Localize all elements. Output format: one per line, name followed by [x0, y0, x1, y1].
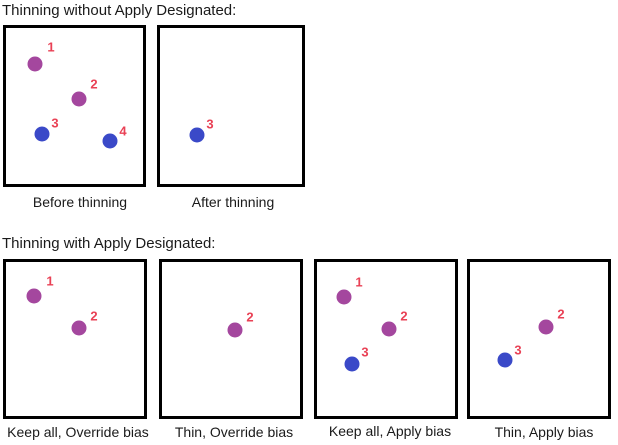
- point-number-label-3: 3: [514, 342, 522, 358]
- point-number-label-2: 2: [400, 308, 408, 324]
- point-number-label-3: 3: [51, 115, 59, 131]
- section-title-without-apply: Thinning without Apply Designated:: [2, 2, 237, 19]
- panel-caption-keep-all-override-bias: Keep all, Override bias: [7, 424, 149, 440]
- data-point-dot-blue-3: [34, 126, 50, 142]
- point-number-label-2: 2: [557, 306, 565, 322]
- point-number-label-2: 2: [90, 308, 98, 324]
- data-point-dot-blue-3: [344, 356, 360, 372]
- panel-caption-thin-apply-bias: Thin, Apply bias: [494, 424, 594, 440]
- point-number-label-2: 2: [246, 309, 254, 325]
- section-title-with-apply: Thinning with Apply Designated:: [2, 235, 216, 252]
- data-point-dot-purple-2: [538, 319, 554, 335]
- panel-box-after-thinning: [157, 25, 305, 187]
- panel-caption-keep-all-apply-bias: Keep all, Apply bias: [328, 423, 452, 439]
- data-point-dot-purple-1: [27, 56, 43, 72]
- data-point-dot-purple-1: [336, 289, 352, 305]
- point-number-label-4: 4: [119, 123, 127, 139]
- panel-caption-after-thinning: After thinning: [191, 194, 275, 210]
- data-point-dot-blue-3: [189, 127, 205, 143]
- panel-box-thin-override-bias: [159, 259, 303, 419]
- panel-caption-thin-override-bias: Thin, Override bias: [174, 424, 294, 440]
- data-point-dot-purple-2: [71, 91, 87, 107]
- point-number-label-3: 3: [206, 116, 214, 132]
- point-number-label-2: 2: [90, 76, 98, 92]
- point-number-label-1: 1: [47, 39, 55, 55]
- point-number-label-1: 1: [46, 273, 54, 289]
- data-point-dot-blue-3: [497, 352, 513, 368]
- data-point-dot-purple-2: [381, 321, 397, 337]
- point-number-label-1: 1: [355, 274, 363, 290]
- panel-box-keep-all-apply-bias: [314, 259, 458, 419]
- data-point-dot-purple-2: [71, 320, 87, 336]
- panel-caption-before-thinning: Before thinning: [32, 194, 128, 210]
- point-number-label-3: 3: [361, 344, 369, 360]
- panel-box-before-thinning: [3, 25, 146, 187]
- panel-box-thin-apply-bias: [467, 259, 611, 419]
- data-point-dot-purple-2: [227, 322, 243, 338]
- panel-box-keep-all-override-bias: [3, 259, 147, 419]
- data-point-dot-purple-1: [26, 288, 42, 304]
- data-point-dot-blue-4: [102, 133, 118, 149]
